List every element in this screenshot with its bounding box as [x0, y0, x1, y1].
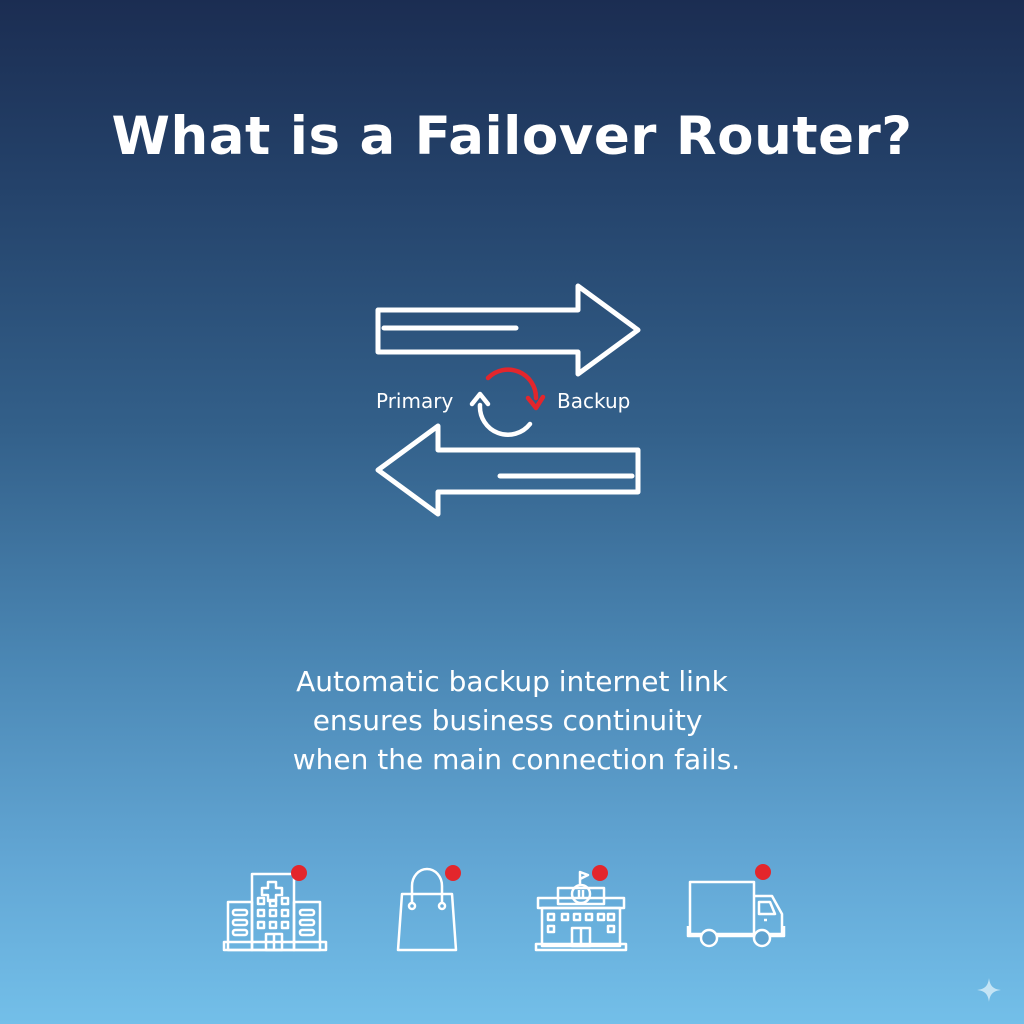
sparkle-icon	[977, 978, 1001, 1002]
backup-label: Backup	[557, 389, 631, 413]
arrow-left-icon	[375, 423, 641, 517]
status-dot	[755, 864, 771, 880]
delivery-truck-icon	[686, 864, 786, 948]
school-building-icon	[534, 865, 628, 952]
primary-label: Primary	[376, 389, 454, 413]
description-line: Automatic backup internet link	[296, 665, 728, 698]
status-dot	[445, 865, 461, 881]
use-case-icons	[0, 860, 1024, 960]
shopping-bag-icon	[396, 865, 461, 952]
description-line: ensures business continuity	[312, 704, 712, 737]
arrow-right-icon	[375, 283, 641, 377]
hospital-icon	[222, 865, 328, 952]
status-dot	[592, 865, 608, 881]
status-dot	[291, 865, 307, 881]
double-arrow-icon	[375, 283, 641, 517]
description-line: when the main connection fails.	[283, 743, 741, 776]
page-title: What is a Failover Router?	[111, 106, 913, 167]
description: Automatic backup internet link ensures b…	[0, 662, 1024, 779]
failover-diagram: Primary Backup	[360, 270, 660, 530]
failover-cycle-icon	[469, 367, 546, 437]
